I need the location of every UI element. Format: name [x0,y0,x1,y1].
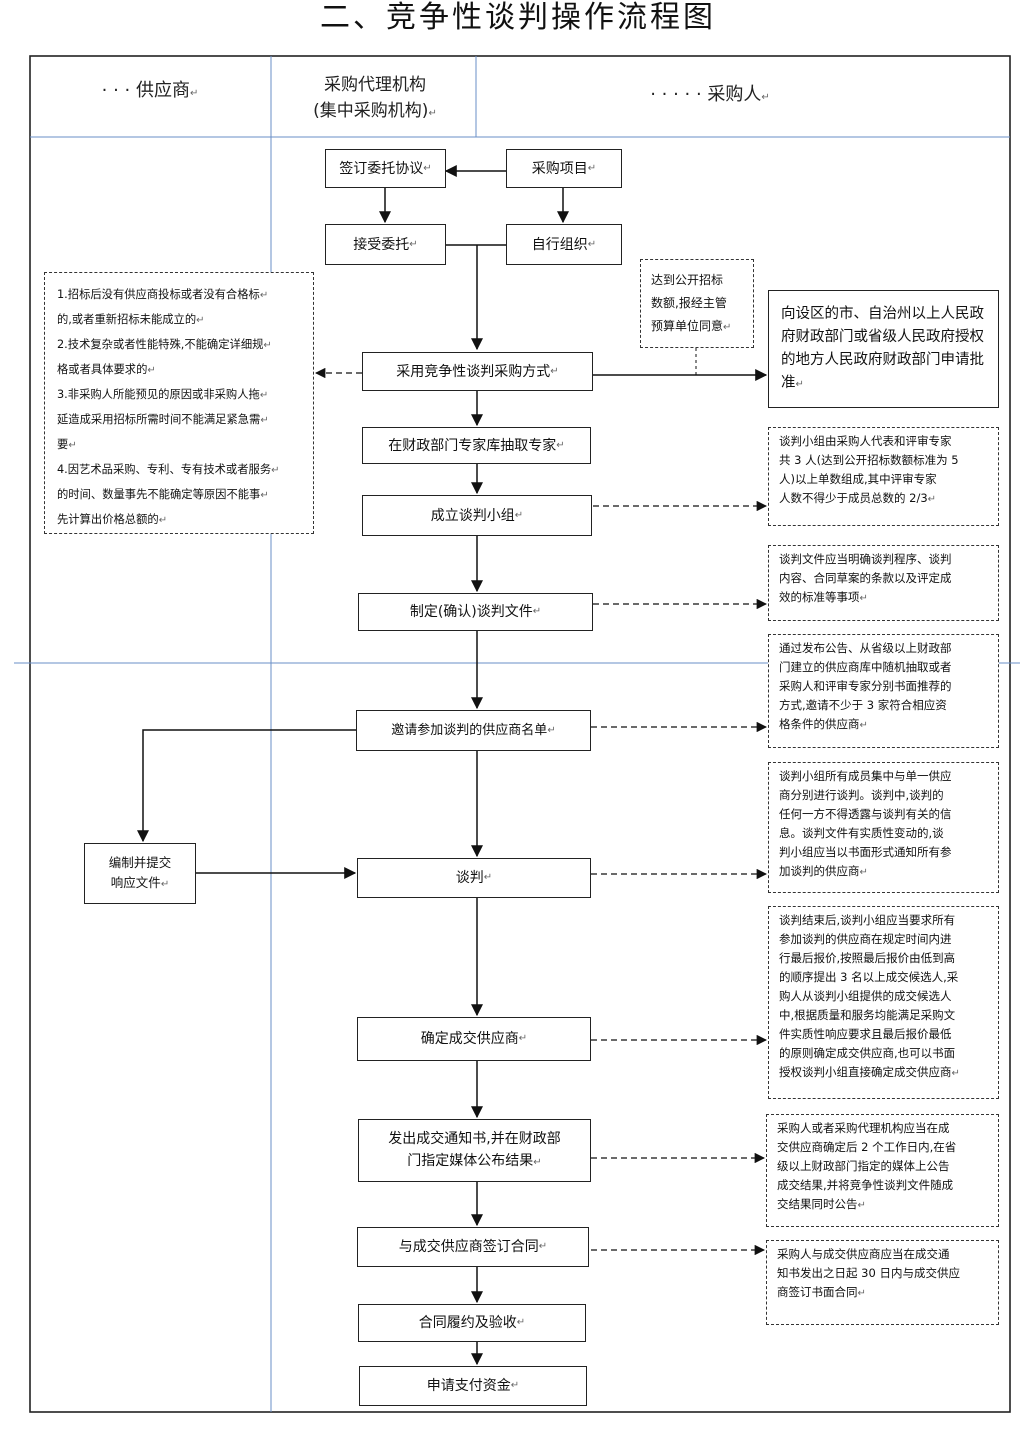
note-line: 延造成采用招标所需时间不能满足紧急需 [57,408,301,433]
note-conditions: 1.招标后没有供应商投标或者没有合格标 的,或者重新招标未能成立的 2.技术复杂… [44,272,314,534]
note-line: 的时间、数量事先不能确定等原因不能事 [57,483,301,508]
arrow-invite-to-prepare [137,729,356,843]
lane-agency: 采购代理机构 (集中采购机构) [280,72,470,127]
box-sign-contract: 与成交供应商签订合同 [357,1227,589,1267]
note-line: 达到公开招标 [651,273,724,287]
note-team-composition: 谈判小组由采购人代表和评审专家 共 3 人(达到公开招标数额标准为 5 人)以上… [768,427,999,526]
box-draw-experts: 在财政部门专家库抽取专家 [362,427,591,464]
box-prepare-response: 编制并提交 响应文件 [84,843,196,904]
note-line: 行最后报价,按照最后报价由低到高 [779,951,956,965]
note-line: 2.技术复杂或者性能特殊,不能确定详细规 [57,333,301,358]
note-line: 的,或者重新招标未能成立的 [57,308,301,333]
note-line: 采购人和评审专家分别书面推荐的 [779,679,952,693]
lane-purchaser: · · · · · 采购人 [560,82,860,111]
note-line: 成交结果,并将竞争性谈判文件随成 [777,1178,954,1192]
note-line: 门建立的供应商库中随机抽取或者 [779,660,952,674]
note-line: 任何一方不得透露与谈判有关的信 [779,807,952,821]
note-line: 通过发布公告、从省级以上财政部 [779,641,952,655]
note-line: 中,根据质量和服务均能满足采购文 [779,1008,956,1022]
lane-purchaser-label: · · · · · 采购人 [650,84,770,105]
note-line: 级以上财政部门指定的媒体上公告 [777,1159,950,1173]
note-announce: 采购人或者采购代理机构应当在成 交供应商确定后 2 个工作日内,在省 级以上财政… [766,1114,999,1227]
box-self-organize: 自行组织 [506,224,622,265]
note-line: 4.因艺术品采购、专利、专有技术或者服务 [57,458,301,483]
box-sign-agreement: 签订委托协议 [325,149,446,188]
note-line: 知书发出之日起 30 日内与成交供应 [777,1266,960,1280]
box-approval-text: 向设区的市、自治州以上人民政府财政部门或省级人民政府授权的地方人民政府财政部门申… [781,303,986,396]
note-line: 的原则确定成交供应商,也可以书面 [779,1046,956,1060]
note-line: 效的标准等事项 [779,588,988,608]
note-line: 人)以上单数组成,其中评审专家 [779,472,937,486]
note-line: 加谈判的供应商 [779,862,988,882]
note-line: 采购人或者采购代理机构应当在成 [777,1121,950,1135]
lane-supplier: · · · 供应商 [40,78,260,107]
note-line: 谈判结束后,谈判小组应当要求所有 [779,913,956,927]
note-line: 数额,报经主管 [651,296,727,310]
box-perform-accept: 合同履约及验收 [358,1304,586,1342]
box-notice-2: 门指定媒体公布结果 [407,1150,541,1174]
note-line: 格条件的供应商 [779,715,988,735]
page-title: 二、竞争性谈判操作流程图 [320,0,716,35]
note-line: 息。谈判文件有实质性变动的,谈 [779,826,944,840]
box-notice: 发出成交通知书,并在财政部 门指定媒体公布结果 [358,1119,591,1182]
note-line: 预算单位同意 [651,315,743,339]
box-make-docs: 制定(确认)谈判文件 [358,593,593,631]
note-line: 内容、合同草案的条款以及评定成 [779,571,952,585]
note-final-offer: 谈判结束后,谈判小组应当要求所有 参加谈判的供应商在规定时间内进 行最后报价,按… [768,906,999,1099]
note-line: 交结果同时公告 [777,1195,988,1215]
note-line: 交供应商确定后 2 个工作日内,在省 [777,1140,957,1154]
note-line: 方式,邀请不少于 3 家符合相应资 [779,698,947,712]
note-line: 谈判小组由采购人代表和评审专家 [779,434,952,448]
box-invite-list: 邀请参加谈判的供应商名单 [356,710,591,751]
note-line: 参加谈判的供应商在规定时间内进 [779,932,952,946]
note-line: 3.非采购人所能预见的原因或非采购人拖 [57,383,301,408]
lane-supplier-label: · · · 供应商 [102,80,199,101]
note-line: 采购人与成交供应商应当在成交通 [777,1247,950,1261]
note-line: 先计算出价格总额的 [57,508,301,533]
note-threshold: 达到公开招标 数额,报经主管 预算单位同意 [640,259,754,348]
note-line: 格或者具体要求的 [57,358,301,383]
box-purchase-project: 采购项目 [506,149,622,188]
note-line: 件实质性响应要求且最后报价最低 [779,1027,952,1041]
box-approval: 向设区的市、自治州以上人民政府财政部门或省级人民政府授权的地方人民政府财政部门申… [768,290,999,408]
note-line: 判小组应当以书面形式通知所有参 [779,845,952,859]
box-prepare-response-2: 响应文件 [111,873,169,895]
note-line: 要 [57,433,301,458]
note-line: 购人从谈判小组提供的成交候选人 [779,989,952,1003]
box-apply-payment: 申请支付资金 [359,1366,587,1406]
note-invite-method: 通过发布公告、从省级以上财政部 门建立的供应商库中随机抽取或者 采购人和评审专家… [768,634,999,748]
box-adopt-method: 采用竞争性谈判采购方式 [362,352,593,391]
note-line: 的顺序提出 3 名以上成交候选人,采 [779,970,959,984]
box-accept-entrust: 接受委托 [325,224,446,265]
box-notice-1: 发出成交通知书,并在财政部 [388,1130,561,1147]
note-line: 1.招标后没有供应商投标或者没有合格标 [57,283,301,308]
note-line: 谈判文件应当明确谈判程序、谈判 [779,552,952,566]
box-prepare-response-1: 编制并提交 [108,854,172,870]
note-docs-content: 谈判文件应当明确谈判程序、谈判 内容、合同草案的条款以及评定成 效的标准等事项 [768,545,999,621]
diagram-frame [29,55,1011,1413]
box-negotiate: 谈判 [357,858,591,898]
note-line: 人数不得少于成员总数的 2/3 [779,489,988,509]
box-form-team: 成立谈判小组 [362,495,592,536]
lane-agency-label-1: 采购代理机构 [324,75,426,95]
note-line: 商分别进行谈判。谈判中,谈判的 [779,788,944,802]
note-contract-time: 采购人与成交供应商应当在成交通 知书发出之日起 30 日内与成交供应 商签订书面… [766,1240,999,1325]
note-line: 谈判小组所有成员集中与单一供应 [779,769,952,783]
lane-agency-label-2: (集中采购机构) [280,98,470,127]
note-line: 商签订书面合同 [777,1283,988,1303]
note-line: 授权谈判小组直接确定成交供应商 [779,1063,988,1083]
note-line: 共 3 人(达到公开招标数额标准为 5 [779,453,959,467]
note-negotiation-rules: 谈判小组所有成员集中与单一供应 商分别进行谈判。谈判中,谈判的 任何一方不得透露… [768,762,999,893]
box-determine-supplier: 确定成交供应商 [357,1017,591,1061]
